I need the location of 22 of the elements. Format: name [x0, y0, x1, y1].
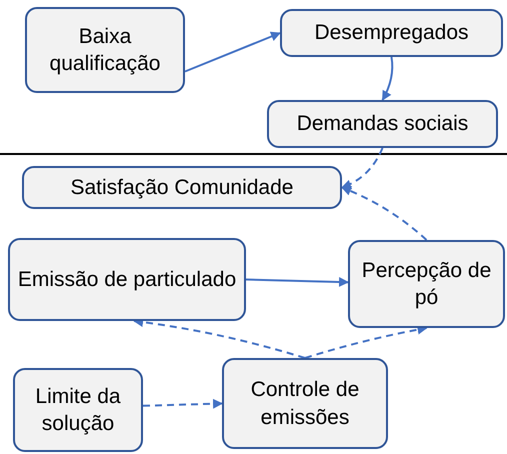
- arrow: [341, 186, 428, 241]
- arrow: [184, 32, 281, 72]
- process-box: [25, 7, 185, 93]
- arrow: [246, 277, 349, 287]
- box-label: Limite da solução: [34, 384, 122, 437]
- arrow: [142, 398, 223, 409]
- process-box: [348, 240, 505, 328]
- arrow: [341, 148, 384, 189]
- process-box: [22, 166, 342, 209]
- box-label: Percepção de pó: [360, 258, 492, 311]
- process-box: [222, 358, 388, 449]
- process-box: [280, 9, 503, 57]
- box-label: Baixa qualificação: [48, 24, 162, 77]
- box-label: Controle de emissões: [250, 377, 360, 430]
- process-box: [267, 100, 498, 148]
- process-box: [13, 368, 143, 452]
- box-label: Demandas sociais: [296, 111, 468, 138]
- box-label: Desempregados: [314, 20, 469, 46]
- process-box: [8, 238, 246, 321]
- arrow: [382, 56, 394, 101]
- box-label: Emissão de particulado: [18, 266, 236, 293]
- box-label: Satisfação Comunidade: [70, 174, 294, 201]
